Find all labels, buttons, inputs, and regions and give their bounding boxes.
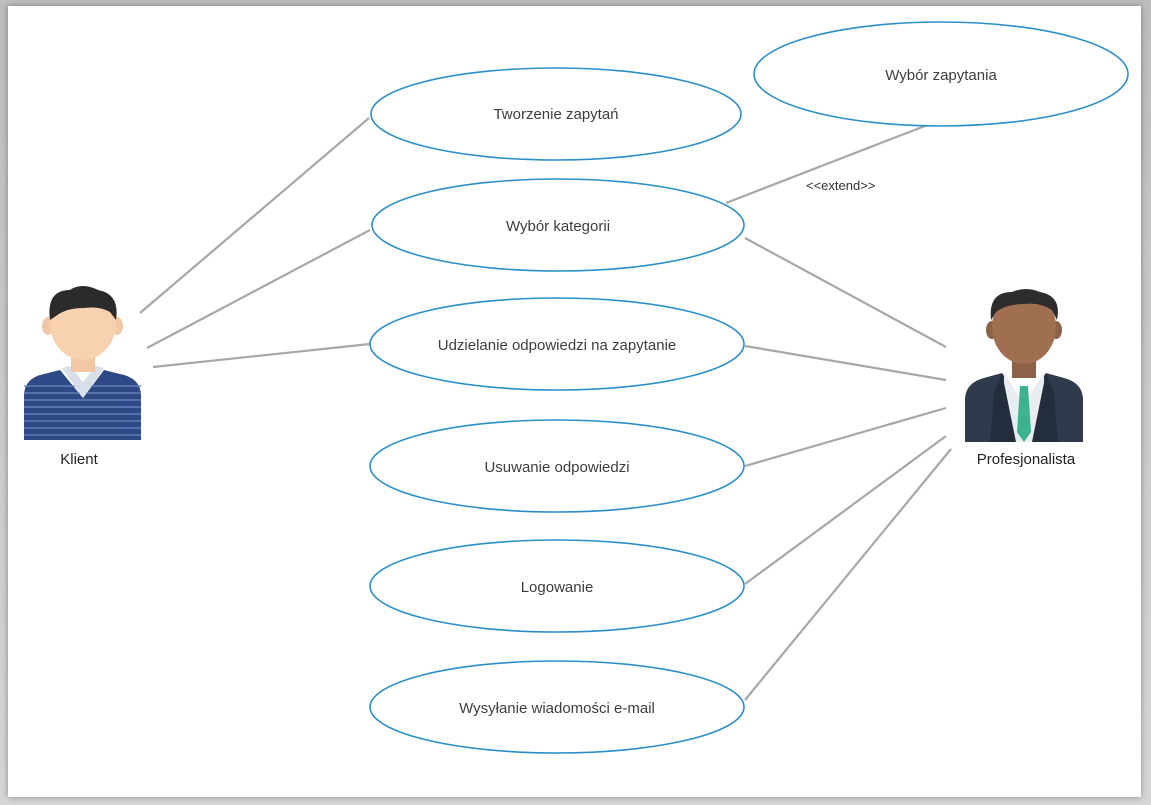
assoc-pro-kategoria <box>744 237 947 348</box>
man-striped-shirt-icon <box>24 286 141 440</box>
actor-client-label: Klient <box>60 451 98 468</box>
use-case-label: Udzielanie odpowiedzi na zapytanie <box>438 337 677 354</box>
actor-client[interactable]: Klient <box>24 286 141 468</box>
actor-professional-label: Profesjonalista <box>977 451 1076 468</box>
use-case-label: Tworzenie zapytań <box>493 106 618 123</box>
actor-professional[interactable]: Profesjonalista <box>965 289 1083 468</box>
use-case-label: Wysyłanie wiadomości e-mail <box>459 700 655 717</box>
extend-label: <<extend>> <box>806 178 875 193</box>
use-case-wybor-zapytania[interactable]: Wybór zapytania <box>753 21 1129 127</box>
assoc-client-kategoria <box>146 229 371 349</box>
use-case-odpowiedz[interactable]: Udzielanie odpowiedzi na zapytanie <box>369 297 745 391</box>
extend-line <box>725 122 931 205</box>
use-case-label: Usuwanie odpowiedzi <box>484 459 629 476</box>
use-case-logowanie[interactable]: Logowanie <box>369 539 745 633</box>
assoc-client-tworzenie <box>139 117 370 314</box>
assoc-pro-email <box>744 448 952 701</box>
assoc-pro-logowanie <box>744 435 947 585</box>
client-associations <box>139 117 371 369</box>
use-case-label: Wybór kategorii <box>506 218 610 235</box>
assoc-client-odpowiedz <box>152 342 371 369</box>
use-case-kategoria[interactable]: Wybór kategorii <box>371 178 745 272</box>
assoc-pro-usuwanie <box>744 406 947 468</box>
businessman-suit-icon <box>965 289 1083 442</box>
use-case-tworzenie[interactable]: Tworzenie zapytań <box>370 67 742 161</box>
use-case-usuwanie[interactable]: Usuwanie odpowiedzi <box>369 419 745 513</box>
use-case-email[interactable]: Wysyłanie wiadomości e-mail <box>369 660 745 754</box>
assoc-pro-odpowiedz <box>744 344 947 382</box>
use-case-label: Wybór zapytania <box>885 67 997 84</box>
professional-associations <box>744 237 952 701</box>
use-case-label: Logowanie <box>521 579 594 596</box>
